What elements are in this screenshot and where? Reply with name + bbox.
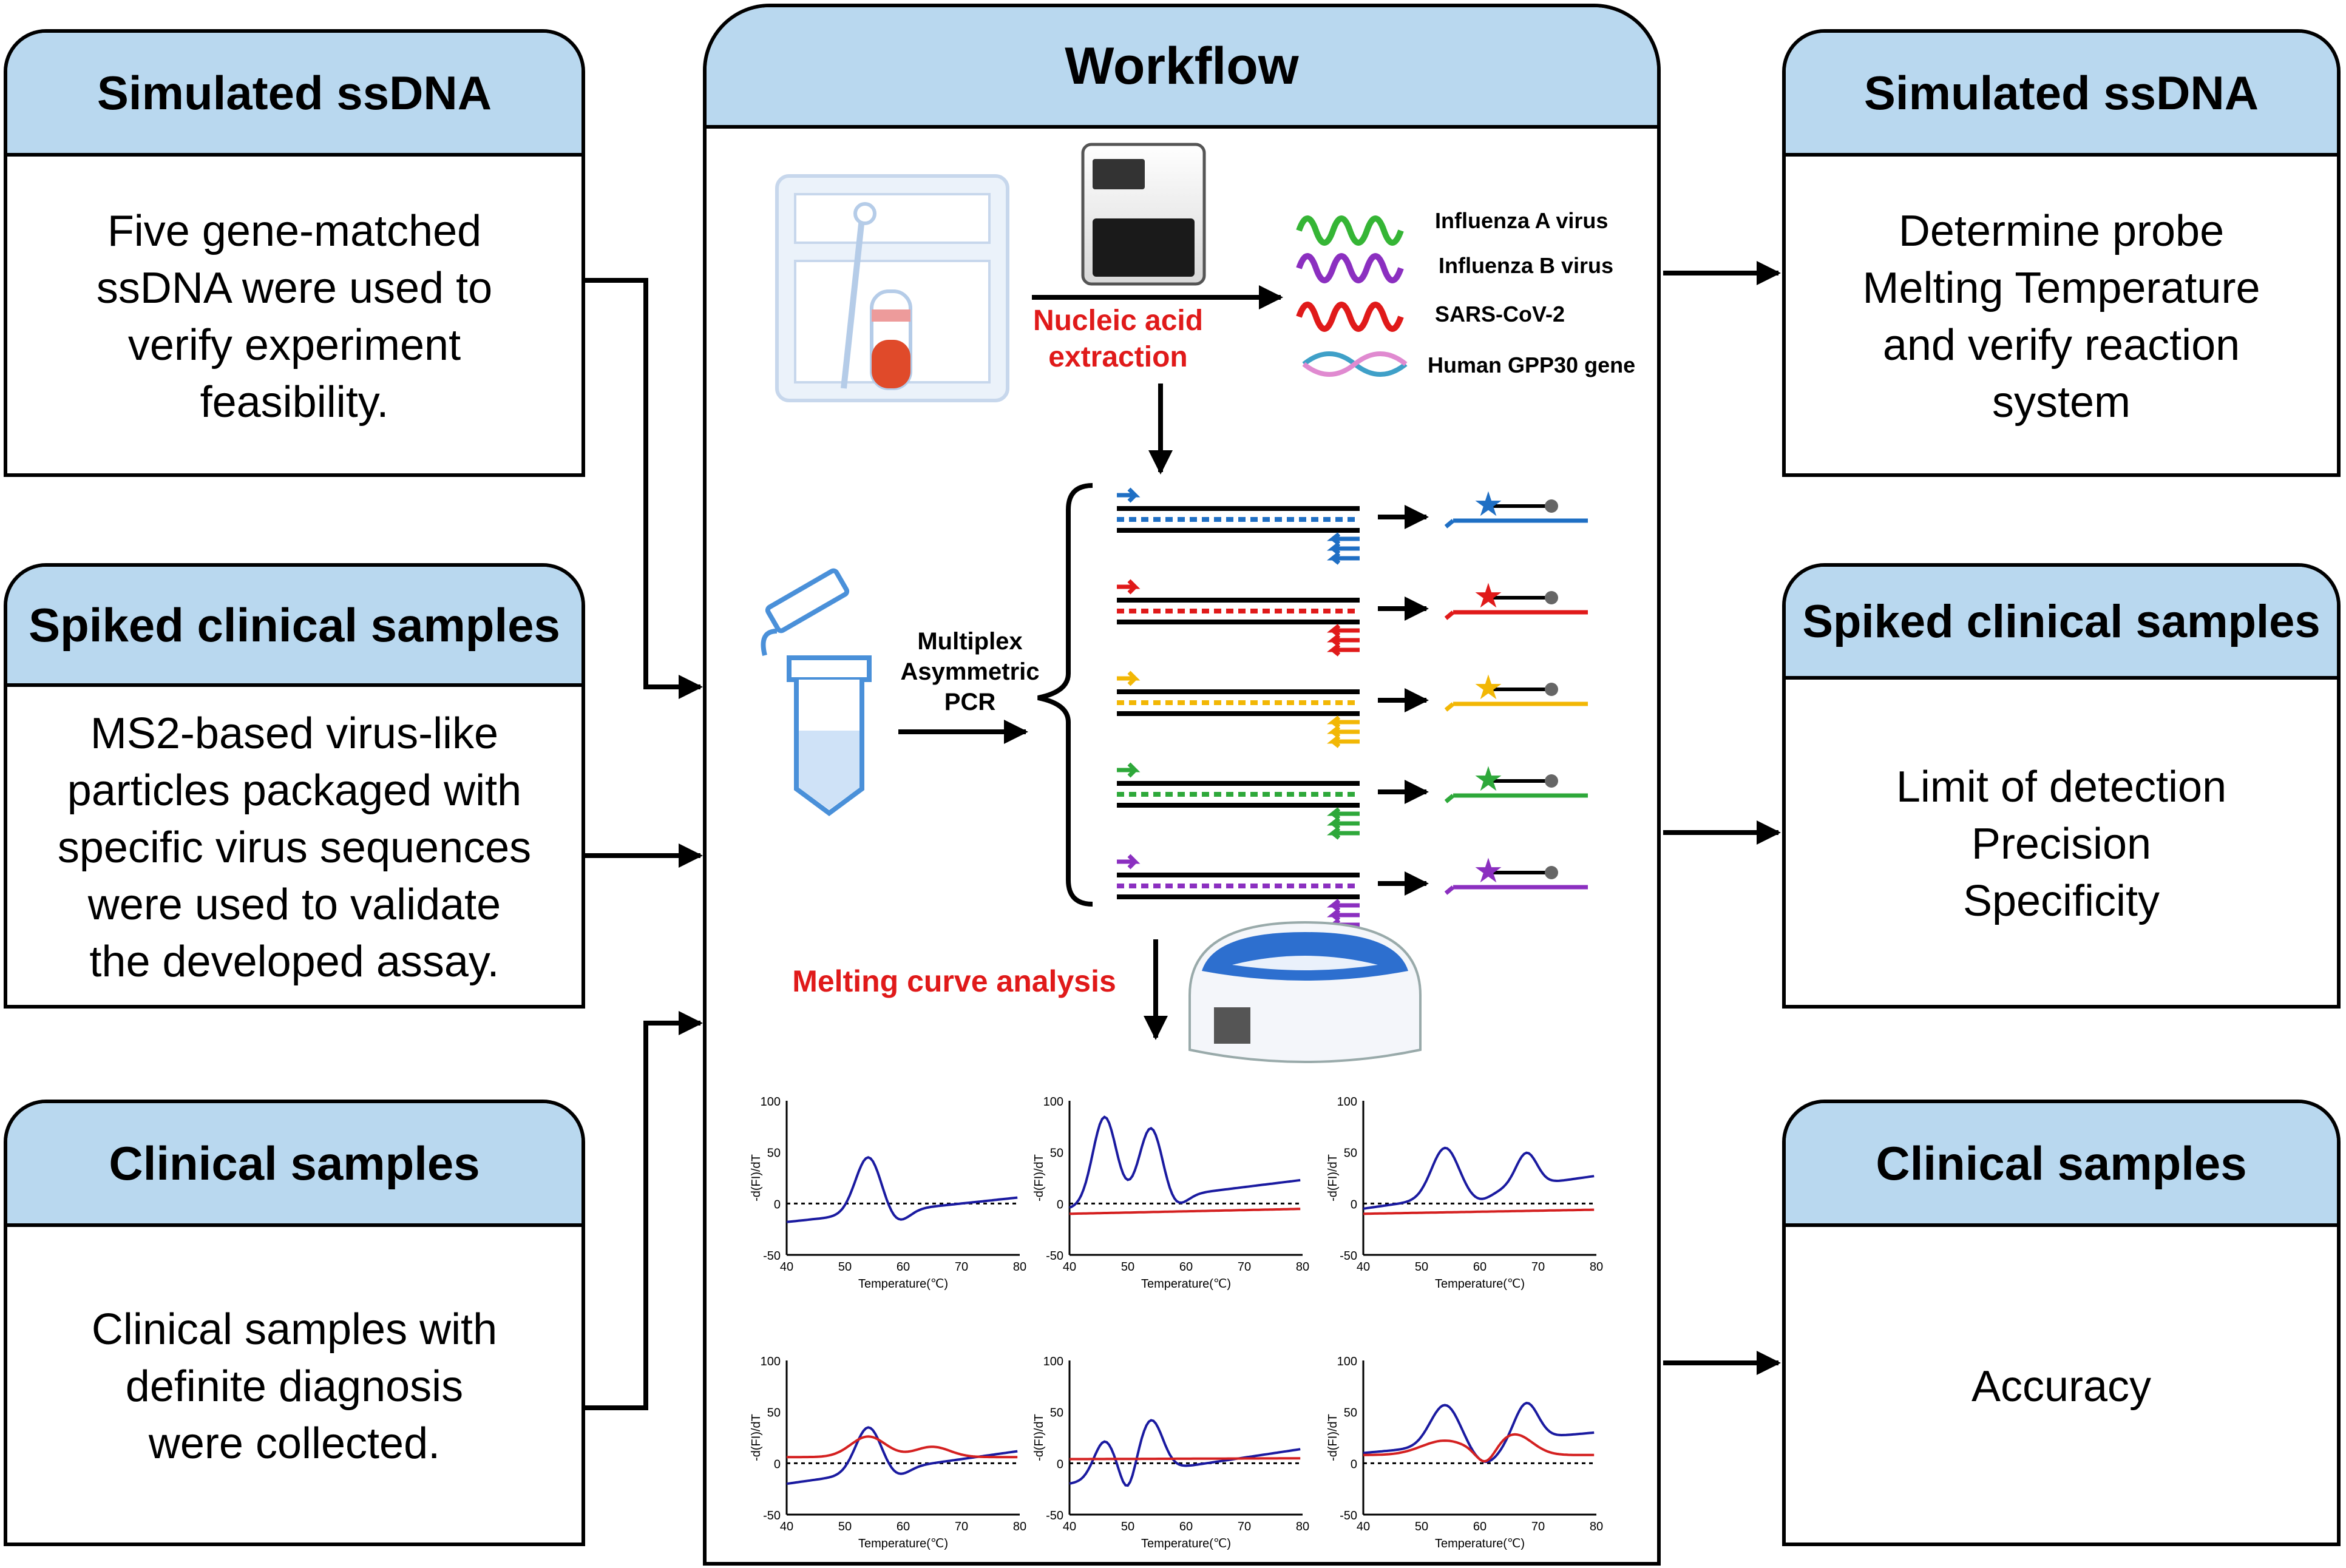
panel-text-line: the developed assay.: [89, 938, 500, 986]
left-panel-spiked-clinical-samples: Spiked clinical samples MS2-based virus-…: [4, 563, 585, 1009]
panel-text-line: were used to validate: [87, 880, 501, 929]
panel-text-line: ssDNA were used to: [96, 264, 493, 313]
panel-text-line: verify experiment: [127, 321, 461, 370]
right-panel-simulated-ssdna: Simulated ssDNA Determine probe Melting …: [1782, 29, 2341, 477]
panel-text-line: and verify reaction: [1882, 321, 2240, 370]
panel-text-line: Melting Temperature: [1862, 264, 2260, 313]
panel-text-line: Five gene-matched: [107, 207, 482, 255]
panel-text-line: MS2-based virus-like: [90, 709, 499, 758]
panel-text-line: Limit of detection: [1896, 763, 2227, 811]
arrow-left-bottom: [585, 1011, 703, 1410]
workflow-panel: Workflow: [703, 4, 1661, 1566]
panel-text-line: were collected.: [148, 1419, 441, 1468]
panel-text-line: feasibility.: [200, 378, 389, 427]
left-panel-simulated-ssdna: Simulated ssDNA Five gene-matched ssDNA …: [4, 29, 585, 477]
panel-body: Determine probe Melting Temperature and …: [1786, 157, 2337, 473]
panel-text-line: definite diagnosis: [125, 1362, 464, 1411]
right-panel-clinical-samples: Clinical samples Accuracy: [1782, 1100, 2341, 1546]
workflow-title: Workflow: [707, 7, 1657, 129]
panel-text-line: particles packaged with: [67, 766, 522, 815]
panel-body: Accuracy: [1786, 1227, 2337, 1543]
panel-body: Clinical samples with definite diagnosis…: [7, 1227, 581, 1543]
panel-title: Simulated ssDNA: [1786, 33, 2337, 157]
panel-title: Simulated ssDNA: [7, 33, 581, 157]
panel-title: Clinical samples: [1786, 1103, 2337, 1227]
panel-text-line: Precision: [1971, 820, 2152, 868]
panel-title: Spiked clinical samples: [1786, 567, 2337, 680]
arrow-left-top: [585, 278, 703, 699]
panel-text-line: system: [1992, 378, 2131, 427]
left-panel-clinical-samples: Clinical samples Clinical samples with d…: [4, 1100, 585, 1546]
panel-text-line: Determine probe: [1898, 207, 2225, 255]
panel-text-line: specific virus sequences: [57, 823, 532, 872]
panel-text-line: Clinical samples with: [91, 1305, 498, 1354]
right-panel-spiked-clinical-samples: Spiked clinical samples Limit of detecti…: [1782, 563, 2341, 1009]
panel-title: Spiked clinical samples: [7, 567, 581, 687]
panel-text-line: Accuracy: [1971, 1362, 2152, 1411]
panel-body: Limit of detection Precision Specificity: [1786, 680, 2337, 1005]
panel-title: Clinical samples: [7, 1103, 581, 1227]
panel-body: MS2-based virus-like particles packaged …: [7, 687, 581, 1005]
panel-text-line: Specificity: [1962, 877, 2160, 925]
panel-body: Five gene-matched ssDNA were used to ver…: [7, 157, 581, 473]
